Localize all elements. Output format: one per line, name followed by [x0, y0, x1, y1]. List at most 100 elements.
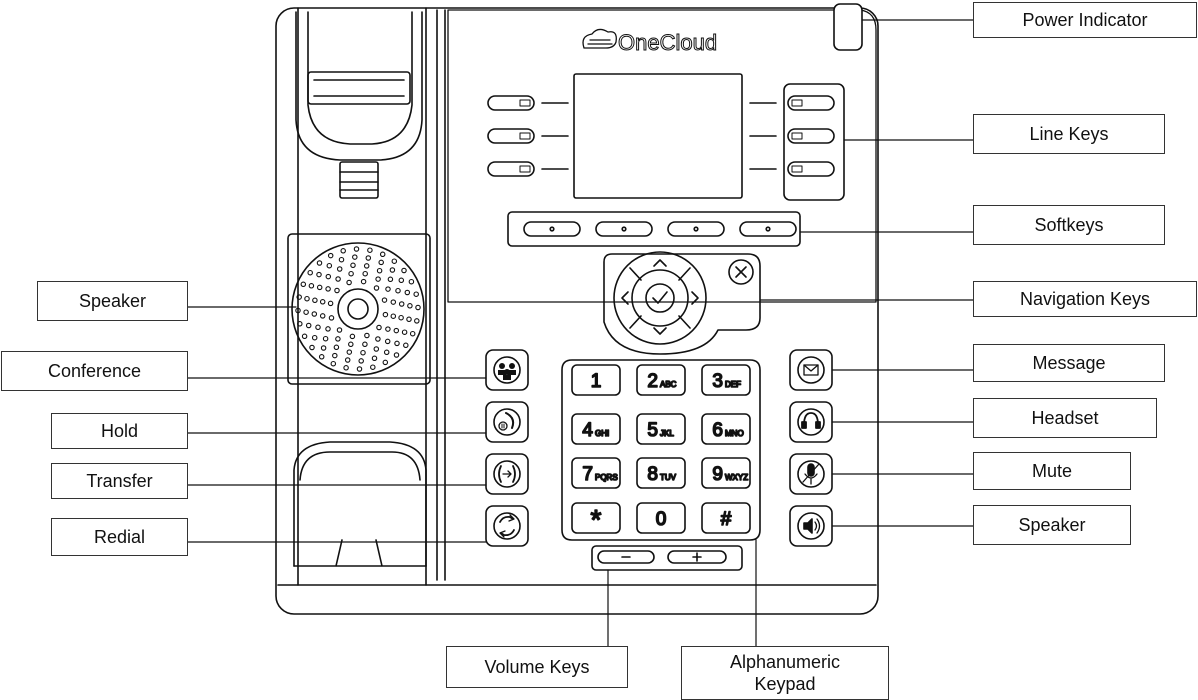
right-function-keys[interactable] — [789, 349, 833, 547]
grille-hole — [349, 333, 356, 340]
line-keys-left[interactable] — [487, 95, 535, 177]
callout-conference: Conference — [1, 351, 188, 391]
nav-up-arrow — [653, 259, 667, 267]
grille-hole — [335, 336, 341, 342]
grille-hole — [332, 352, 338, 359]
callout-softkeys: Softkeys — [973, 205, 1165, 245]
cancel-button — [728, 259, 754, 285]
keypad-key-body — [571, 502, 621, 534]
grille-hole — [393, 352, 400, 358]
grille-hole — [319, 313, 326, 319]
grille-hole — [384, 338, 391, 345]
power-led — [833, 3, 863, 51]
grille-hole — [340, 248, 346, 254]
callout-hold: Hold — [51, 413, 188, 449]
transfer-icon — [498, 465, 516, 483]
keypad-key-0[interactable]: 0 — [636, 502, 686, 534]
keypad-letters: WXYZ — [725, 473, 748, 482]
grille-hole — [401, 267, 407, 274]
line-keys-right[interactable] — [783, 83, 845, 201]
grille-hole — [360, 278, 367, 285]
grille-hole — [401, 329, 408, 335]
speaker-volume-icon — [803, 518, 821, 534]
callout-power-indicator: Power Indicator — [973, 2, 1197, 38]
lcd-screen — [541, 73, 777, 199]
nav-down-arrow — [653, 327, 667, 335]
keypad-digit: 7 — [582, 464, 593, 485]
grille-hole — [403, 342, 409, 349]
grille-hole — [320, 345, 327, 351]
keypad-digit: 9 — [712, 464, 723, 485]
grille-hole — [352, 254, 358, 260]
grille-hole — [364, 332, 370, 339]
grille-hole — [316, 271, 322, 278]
keypad-letters: DEF — [725, 380, 741, 389]
grille-hole — [315, 324, 321, 331]
grille-hole — [334, 287, 340, 294]
volume-keys[interactable] — [591, 545, 743, 571]
softkeys[interactable] — [507, 211, 801, 247]
keypad-letters: TUV — [660, 473, 677, 482]
keypad-digit: 1 — [591, 371, 602, 392]
redial-icon — [499, 514, 515, 538]
grille-hole — [338, 256, 345, 263]
grille-hole — [376, 324, 382, 331]
grille-hole — [343, 365, 349, 371]
keypad-key-body — [636, 364, 686, 396]
keypad-key-star[interactable]: * — [571, 502, 621, 536]
alphanumeric-keypad-frame — [561, 359, 761, 541]
grille-hole — [379, 251, 386, 258]
nav-left-arrow — [621, 291, 629, 305]
grille-hole — [390, 299, 397, 305]
callout-message: Message — [973, 344, 1165, 382]
callout-alphanumeric-keypad: Alphanumeric Keypad — [681, 646, 889, 700]
grille-hole — [362, 270, 368, 277]
grille-hole — [301, 333, 308, 340]
grille-hole — [311, 334, 318, 341]
grille-hole — [333, 344, 340, 351]
grille-hole — [398, 314, 404, 321]
grille-hole — [295, 307, 301, 314]
grille-hole — [378, 259, 384, 266]
keypad-key-1[interactable]: 1 — [571, 364, 621, 396]
left-function-keys[interactable] — [485, 349, 529, 547]
grille-hole — [353, 246, 360, 252]
grille-hole — [382, 359, 389, 366]
grille-hole — [373, 346, 380, 352]
grille-hole — [348, 270, 354, 277]
navigation-cluster[interactable] — [603, 251, 761, 355]
grille-hole — [393, 327, 400, 334]
grille-hole — [327, 300, 334, 307]
grille-hole — [382, 311, 389, 318]
ok-check-icon — [652, 291, 668, 304]
grille-hole — [373, 285, 380, 291]
keypad-key-body — [636, 502, 686, 534]
cancel-x-icon — [735, 266, 747, 278]
grille-hole — [326, 262, 333, 269]
grille-hole — [346, 279, 352, 286]
grille-hole — [305, 322, 312, 329]
grille-hole — [348, 341, 354, 348]
keypad-key-hash[interactable]: # — [701, 502, 751, 534]
grille-hole — [362, 341, 368, 348]
callout-volume-keys: Volume Keys — [446, 646, 628, 688]
keypad-key-body — [571, 457, 621, 489]
onecloud-logo-mark — [582, 28, 617, 49]
callout-speaker-left: Speaker — [37, 281, 188, 321]
grille-hole — [381, 297, 388, 303]
keypad-digit: 2 — [647, 371, 658, 392]
keypad-key-body — [571, 413, 621, 445]
grille-hole — [336, 266, 343, 272]
grille-hole — [385, 326, 391, 332]
grille-hole — [389, 267, 396, 273]
callout-redial: Redial — [51, 518, 188, 556]
